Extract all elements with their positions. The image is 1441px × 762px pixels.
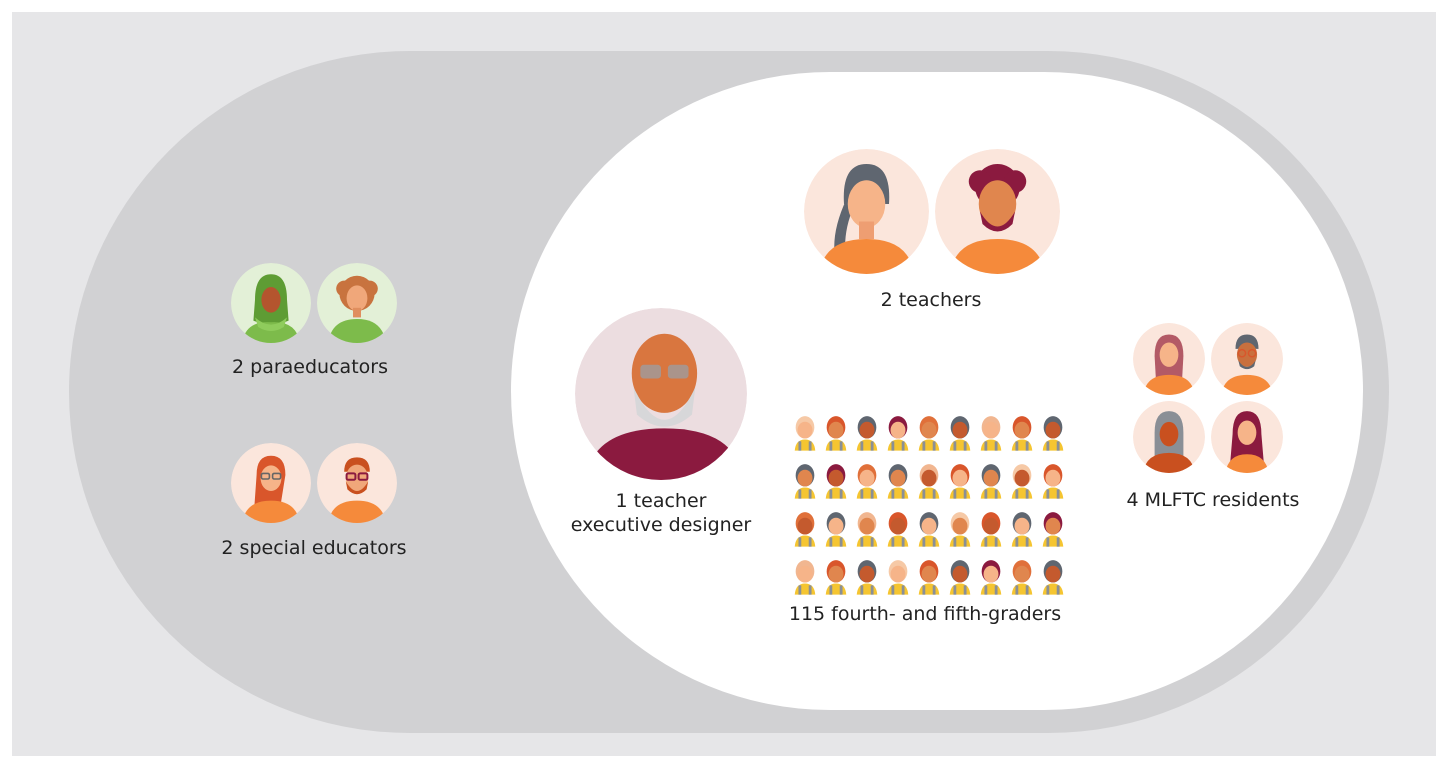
- student-icon: [887, 416, 909, 451]
- student-icon: [794, 416, 816, 451]
- resident-avatar-1: [1133, 323, 1205, 395]
- student-icon: [949, 416, 971, 451]
- paraeducators-label: 2 paraeducators: [232, 356, 388, 378]
- special-educators-label: 2 special educators: [221, 537, 407, 559]
- teacher-designer-line-1: 1 teacher: [615, 490, 707, 512]
- student-icon: [918, 464, 940, 499]
- student-icon: [980, 464, 1002, 499]
- student-icon: [980, 560, 1002, 595]
- student-icon: [980, 416, 1002, 451]
- teacher-avatar-woman: [804, 149, 929, 274]
- student-icon: [1042, 512, 1064, 547]
- student-icon: [1042, 464, 1064, 499]
- student-icon: [949, 512, 971, 547]
- paraeducator-avatar-hijab: [231, 263, 311, 343]
- student-icon: [1042, 560, 1064, 595]
- student-icon: [918, 560, 940, 595]
- student-icon: [887, 464, 909, 499]
- student-icon: [980, 512, 1002, 547]
- paraeducator-avatar-curly: [317, 263, 397, 343]
- student-icon: [794, 512, 816, 547]
- student-icon: [825, 512, 847, 547]
- student-icon: [949, 464, 971, 499]
- student-icon: [794, 464, 816, 499]
- student-icon: [949, 560, 971, 595]
- student-icon: [856, 416, 878, 451]
- student-icon: [794, 560, 816, 595]
- students-label: 115 fourth- and fifth-graders: [788, 603, 1062, 625]
- teacher-designer-line-2: executive designer: [570, 514, 752, 536]
- student-icon: [887, 560, 909, 595]
- student-icon: [918, 512, 940, 547]
- teachers-label: 2 teachers: [880, 289, 982, 311]
- special-educator-avatar-glasses-woman: [231, 443, 311, 523]
- student-icon: [825, 560, 847, 595]
- student-icon: [918, 416, 940, 451]
- student-icon: [856, 464, 878, 499]
- teacher-designer-label: 1 teacher executive designer: [571, 489, 751, 537]
- student-icon: [825, 416, 847, 451]
- resident-avatar-4: [1211, 401, 1283, 473]
- residents-label: 4 MLFTC residents: [1126, 489, 1300, 511]
- teacher-designer-avatar: [575, 308, 747, 480]
- teacher-avatar-man: [935, 149, 1060, 274]
- student-icon: [1011, 560, 1033, 595]
- resident-avatar-3: [1133, 401, 1205, 473]
- student-icon: [887, 512, 909, 547]
- student-icon: [1011, 416, 1033, 451]
- student-icon: [856, 560, 878, 595]
- student-icon: [1011, 512, 1033, 547]
- student-icon: [1042, 416, 1064, 451]
- special-educator-avatar-bearded: [317, 443, 397, 523]
- student-icon: [856, 512, 878, 547]
- student-icon: [1011, 464, 1033, 499]
- resident-avatar-2: [1211, 323, 1283, 395]
- student-icon: [825, 464, 847, 499]
